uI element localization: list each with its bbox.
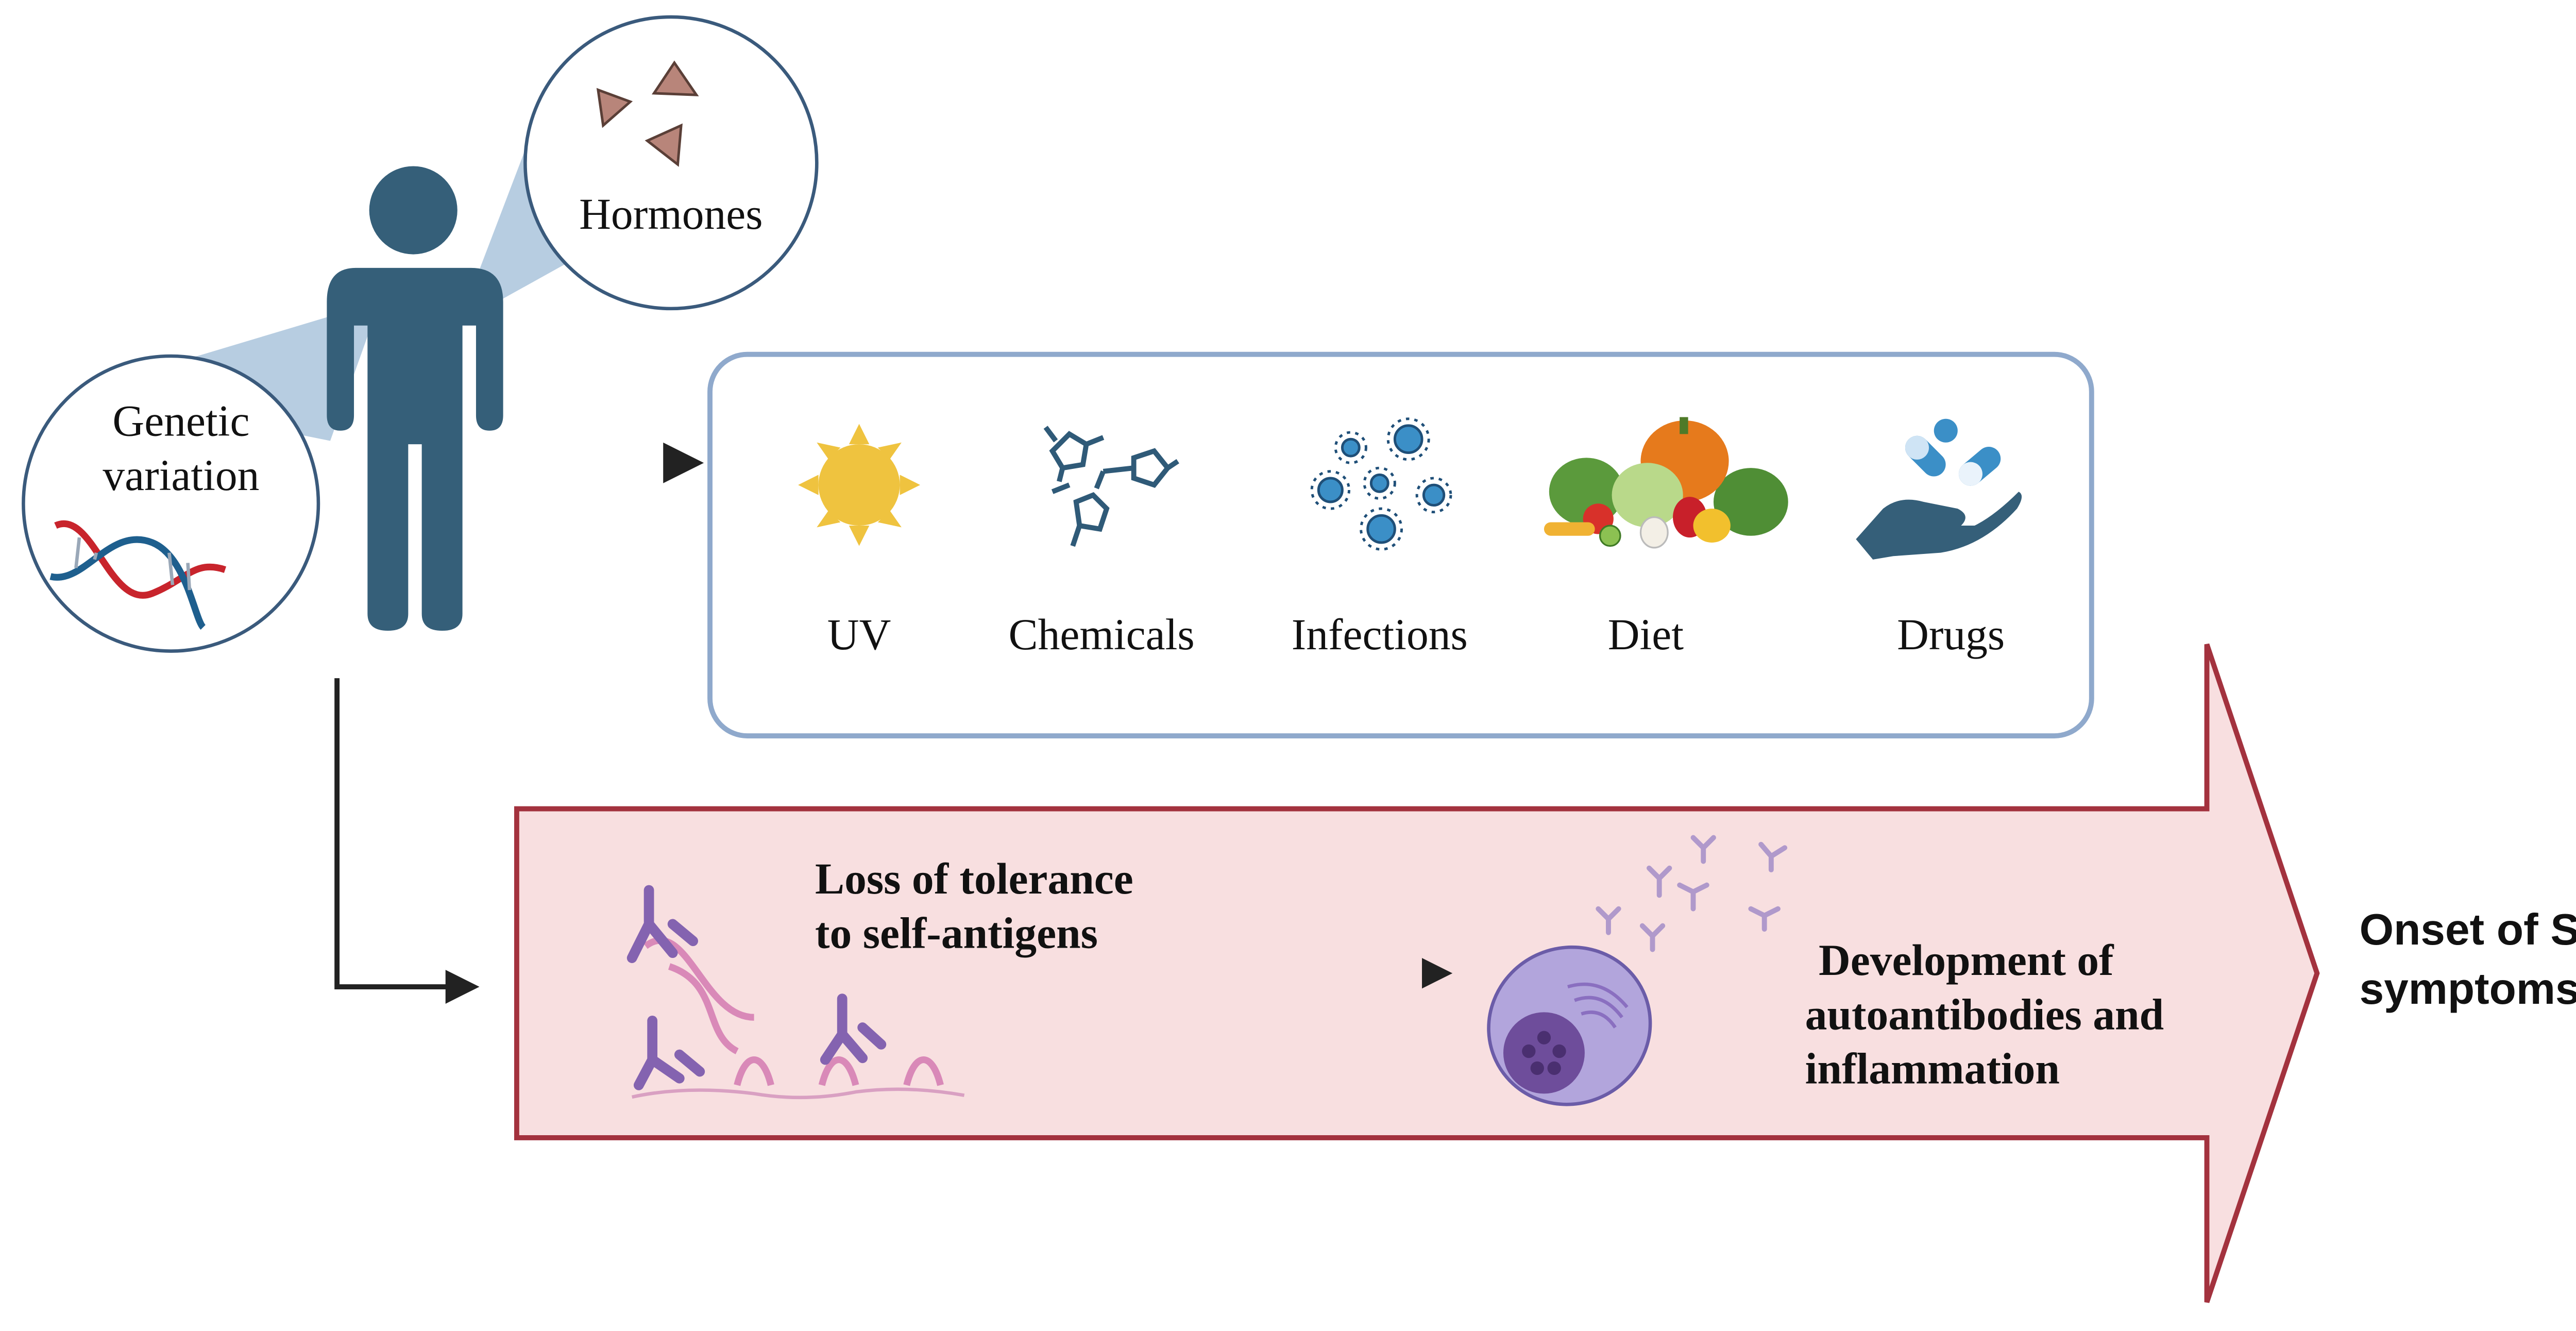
step2-line2: autoantibodies and	[1805, 990, 2164, 1039]
env-label-infections: Infections	[1292, 610, 1468, 659]
elbow-arrowhead	[445, 970, 480, 1004]
hormone-triangles-icon	[596, 60, 699, 167]
person-to-pathway-arrow	[334, 678, 466, 989]
antibody-dna-illustration	[626, 885, 965, 1100]
virus-icon	[1310, 417, 1452, 551]
secreted-antibodies-icon	[1596, 835, 1788, 952]
genetic-label-line1: Genetic	[112, 397, 249, 446]
outcome-line1: Onset of SLE	[2360, 905, 2576, 954]
step1-line1: Loss of tolerance	[815, 854, 1133, 903]
chemical-structure-icon	[1043, 426, 1179, 547]
vegetables-icon	[1544, 417, 1788, 549]
plasma-cell-icon	[1487, 945, 1652, 1106]
step-arrowhead	[1422, 958, 1453, 989]
env-label-diet: Diet	[1608, 610, 1684, 659]
virus-particle	[1386, 417, 1430, 461]
hormones-bubble: Hormones	[523, 15, 819, 311]
virus-particle	[1415, 477, 1452, 514]
virus-particle	[1363, 466, 1396, 500]
step2-line3: inflammation	[1805, 1044, 2060, 1093]
env-label-drugs: Drugs	[1897, 610, 2005, 659]
step1-line2: to self-antigens	[815, 908, 1098, 957]
dna-icon	[49, 520, 227, 630]
genetic-label-line2: variation	[103, 451, 259, 500]
person-icon	[327, 166, 503, 631]
pills-hand-icon	[1856, 418, 2022, 560]
sun-icon	[798, 424, 921, 546]
env-label-uv: UV	[827, 610, 891, 659]
virus-particle	[1360, 507, 1403, 551]
antibody-icon	[626, 885, 887, 1090]
hormones-label: Hormones	[579, 190, 762, 239]
outcome-line2: symptoms	[2360, 965, 2576, 1014]
virus-particle	[1310, 470, 1351, 510]
step2-line1: Development of	[1819, 936, 2114, 985]
genetic-bubble: Genetic variation	[22, 354, 320, 653]
genetic-cone	[169, 313, 373, 441]
env-label-chemicals: Chemicals	[1009, 610, 1195, 659]
virus-particle	[1334, 431, 1367, 464]
